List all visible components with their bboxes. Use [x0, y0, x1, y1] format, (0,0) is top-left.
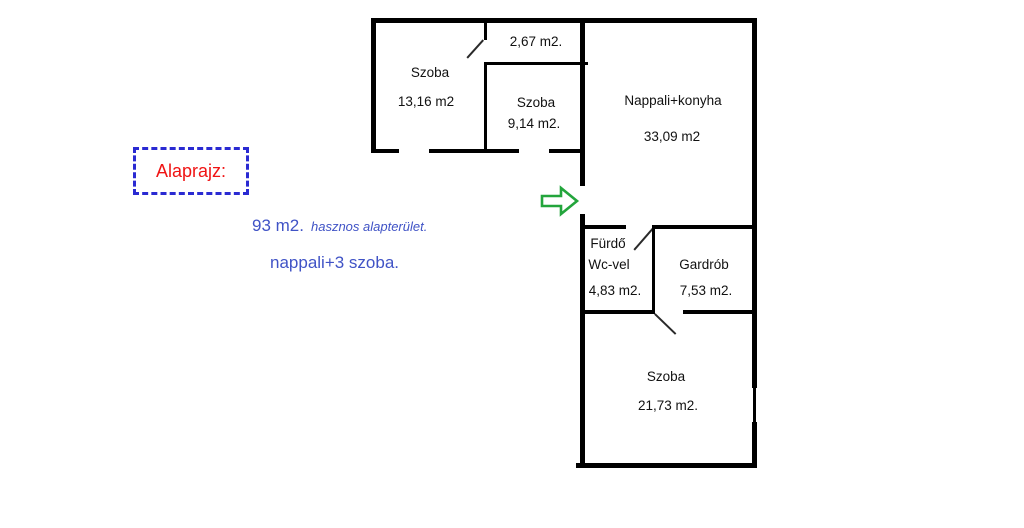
wall-furdo-top-seg2 — [655, 225, 752, 229]
legend-title: Alaprajz: — [155, 160, 227, 181]
room-szoba-small-name: Szoba — [516, 95, 556, 110]
room-closet-area: 2,67 m2. — [509, 34, 563, 49]
wall-main-vertical-upper — [580, 23, 585, 186]
wall-szoba-divider-upper — [484, 23, 487, 40]
wall-toprooms-bottom-seg3 — [549, 149, 580, 153]
room-szoba-bottom-name: Szoba — [646, 369, 686, 384]
wall-top — [371, 18, 757, 23]
wall-right-upper — [752, 18, 757, 388]
wall-toprooms-bottom-seg1 — [371, 149, 399, 153]
total-area-note: hasznos alapterület. — [310, 219, 428, 234]
wall-toprooms-bottom-seg2 — [429, 149, 519, 153]
room-gardrob-area: 7,53 m2. — [679, 283, 733, 298]
layout-summary: nappali+3 szoba. — [270, 253, 400, 272]
wall-lower-szoba-top-seg2 — [683, 310, 752, 314]
room-furdo-name-line1: Fürdő — [590, 236, 626, 251]
legend-box: Alaprajz: — [133, 147, 249, 195]
wall-szoba-divider-lower — [484, 62, 487, 153]
room-szoba-large-name: Szoba — [410, 65, 450, 80]
room-furdo-name-line2: Wc-vel — [588, 257, 630, 272]
room-szoba-large-area: 13,16 m2 — [397, 94, 455, 109]
room-szoba-small-area: 9,14 m2. — [507, 116, 561, 131]
wall-closet-strip — [484, 62, 588, 65]
wall-main-vertical-lower — [580, 214, 585, 468]
window-right — [753, 388, 756, 422]
wall-topleft-left — [371, 18, 376, 153]
door-swing-lower-szoba — [654, 313, 677, 335]
total-area-value: 93 m2. — [252, 216, 304, 235]
wall-right-lower — [752, 422, 757, 468]
door-swing-closet — [466, 39, 484, 59]
room-szoba-bottom-area: 21,73 m2. — [637, 398, 699, 413]
wall-furdo-gardrob-divider — [652, 225, 655, 310]
wall-lower-szoba-top-seg1 — [580, 310, 655, 314]
wall-bottom — [576, 463, 757, 468]
room-nappali-name: Nappali+konyha — [624, 93, 722, 108]
entrance-arrow-icon — [540, 185, 580, 217]
room-gardrob-name: Gardrób — [679, 257, 729, 272]
wall-furdo-top-seg1 — [585, 225, 626, 229]
room-furdo-area: 4,83 m2. — [588, 283, 642, 298]
total-area-line: 93 m2. hasznos alapterület. — [252, 216, 427, 236]
door-swing-furdo — [633, 228, 653, 251]
room-nappali-area: 33,09 m2 — [643, 129, 701, 144]
